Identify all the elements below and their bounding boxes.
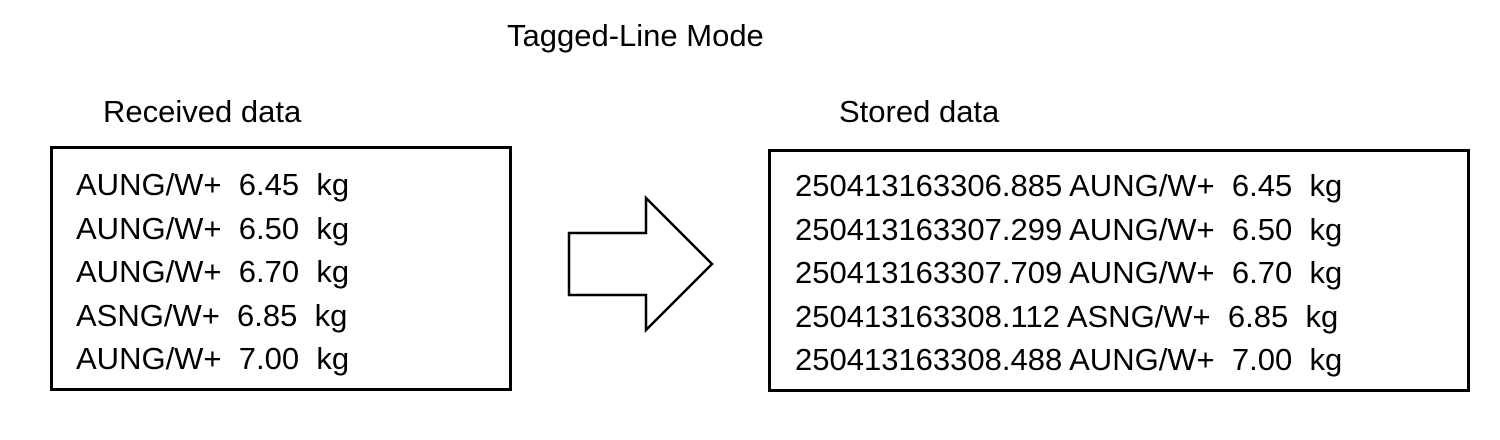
stored-row: 250413163308.112 ASNG/W+ 6.85 kg	[795, 298, 1339, 334]
received-row: AUNG/W+ 6.70 kg	[76, 254, 350, 290]
stored-row: 250413163306.885 AUNG/W+ 6.45 kg	[795, 168, 1343, 203]
received-row: AUNG/W+ 6.45 kg	[76, 167, 350, 202]
received-data-label: Received data	[103, 94, 302, 129]
right-arrow-icon	[567, 195, 714, 334]
stored-row: 250413163307.299 AUNG/W+ 6.50 kg	[795, 211, 1343, 247]
received-row: ASNG/W+ 6.85 kg	[76, 297, 348, 333]
stored-row: 250413163307.709 AUNG/W+ 6.70 kg	[795, 255, 1343, 291]
stored-row: 250413163308.488 AUNG/W+ 7.00 kg	[795, 342, 1343, 378]
stored-data-box: 250413163306.885 AUNG/W+ 6.45 kg 2504131…	[768, 149, 1470, 392]
diagram-title: Tagged-Line Mode	[507, 18, 764, 53]
received-row: AUNG/W+ 7.00 kg	[76, 341, 350, 377]
received-row: AUNG/W+ 6.50 kg	[76, 210, 350, 246]
stored-data-label: Stored data	[839, 94, 1000, 129]
received-data-box: AUNG/W+ 6.45 kg AUNG/W+ 6.50 kg AUNG/W+ …	[50, 146, 512, 391]
